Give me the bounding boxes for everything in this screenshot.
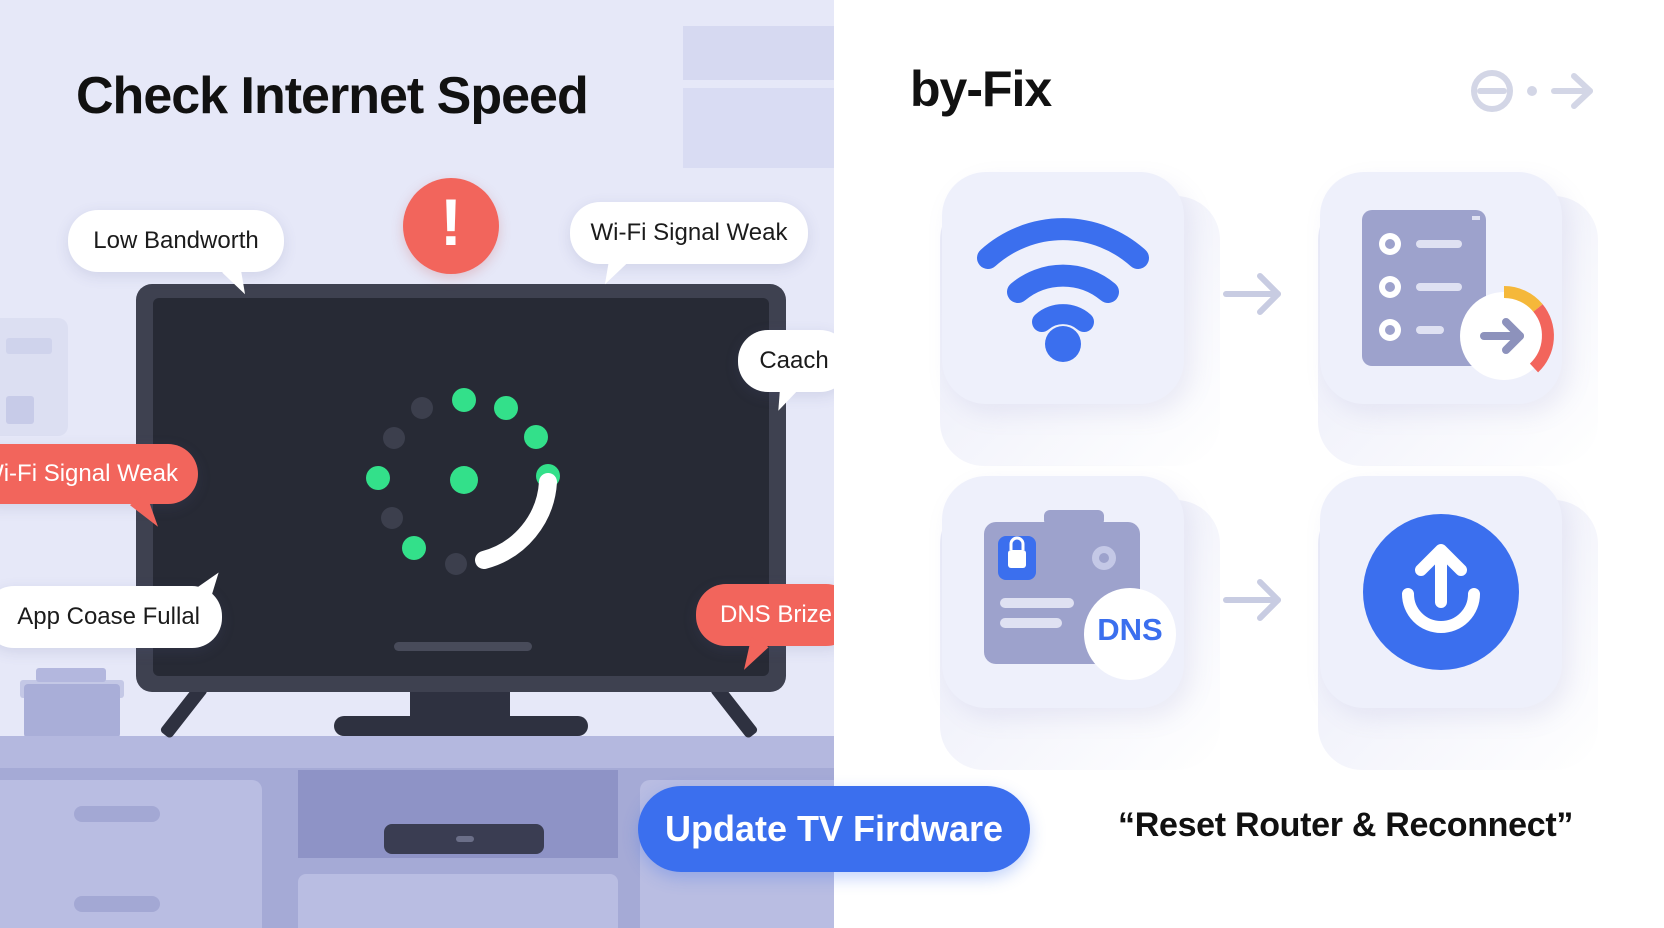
tv-stand: [410, 690, 510, 720]
drawer-handle: [74, 806, 160, 822]
loading-spinner-icon: [366, 388, 560, 575]
bubble-cache: Caach: [738, 330, 850, 392]
wifi-icon: [977, 218, 1149, 362]
upload-icon: [1363, 514, 1519, 670]
next-step-icon[interactable]: [1470, 66, 1600, 116]
tv-cabinet-top: [0, 736, 834, 768]
bubble-label: App Coase Fullal: [17, 603, 200, 630]
settings-list-icon: [1362, 210, 1554, 380]
bubble-dns: DNS Brize: [696, 584, 856, 646]
update-firmware-button[interactable]: Update TV Firdware: [638, 786, 1030, 872]
bubble-label: Caach: [759, 347, 829, 374]
page-title: Check Internet Speed: [76, 67, 589, 125]
shelf-decor: [683, 88, 834, 168]
alert-icon: !: [403, 178, 499, 274]
arrow-right-icon: [1223, 579, 1281, 621]
box-decor: [36, 668, 106, 682]
bubble-app-cache: App Coase Fullal: [0, 586, 222, 648]
alert-symbol: !: [440, 185, 462, 259]
bubble-label: Low Bandworth: [93, 227, 259, 254]
router-dns-icon: [984, 510, 1176, 680]
card-dns[interactable]: DNS: [942, 476, 1184, 708]
bubble-label: DNS Brize: [720, 601, 833, 628]
brand-title: by-Fix: [910, 61, 1052, 117]
set-top-box: [384, 824, 544, 854]
wall-decor: [0, 318, 68, 436]
bubble-label: Wi-Fi Signal Weak: [0, 460, 178, 487]
reset-router-caption: “Reset Router & Reconnect”: [1118, 806, 1574, 844]
arrow-right-icon: [1223, 273, 1281, 315]
cabinet-drawer: [298, 874, 618, 928]
card-upload[interactable]: [1320, 476, 1562, 708]
box-decor: [24, 684, 120, 738]
tv-progress-bar: [394, 642, 532, 651]
bubble-wifi-weak: Wi-Fi Signal Weak: [570, 202, 808, 264]
drawer-handle: [74, 896, 160, 912]
bubble-wifi-weak-alert: Wi-Fi Signal Weak: [0, 444, 198, 504]
card-settings[interactable]: [1320, 172, 1562, 404]
shelf-decor: [683, 26, 834, 80]
tv-stand-base: [334, 716, 588, 736]
bubble-label: Wi-Fi Signal Weak: [590, 219, 788, 246]
card-wifi[interactable]: [942, 172, 1184, 404]
bubble-low-bandwidth: Low Bandworth: [68, 210, 284, 272]
dns-badge: DNS: [1097, 612, 1163, 647]
